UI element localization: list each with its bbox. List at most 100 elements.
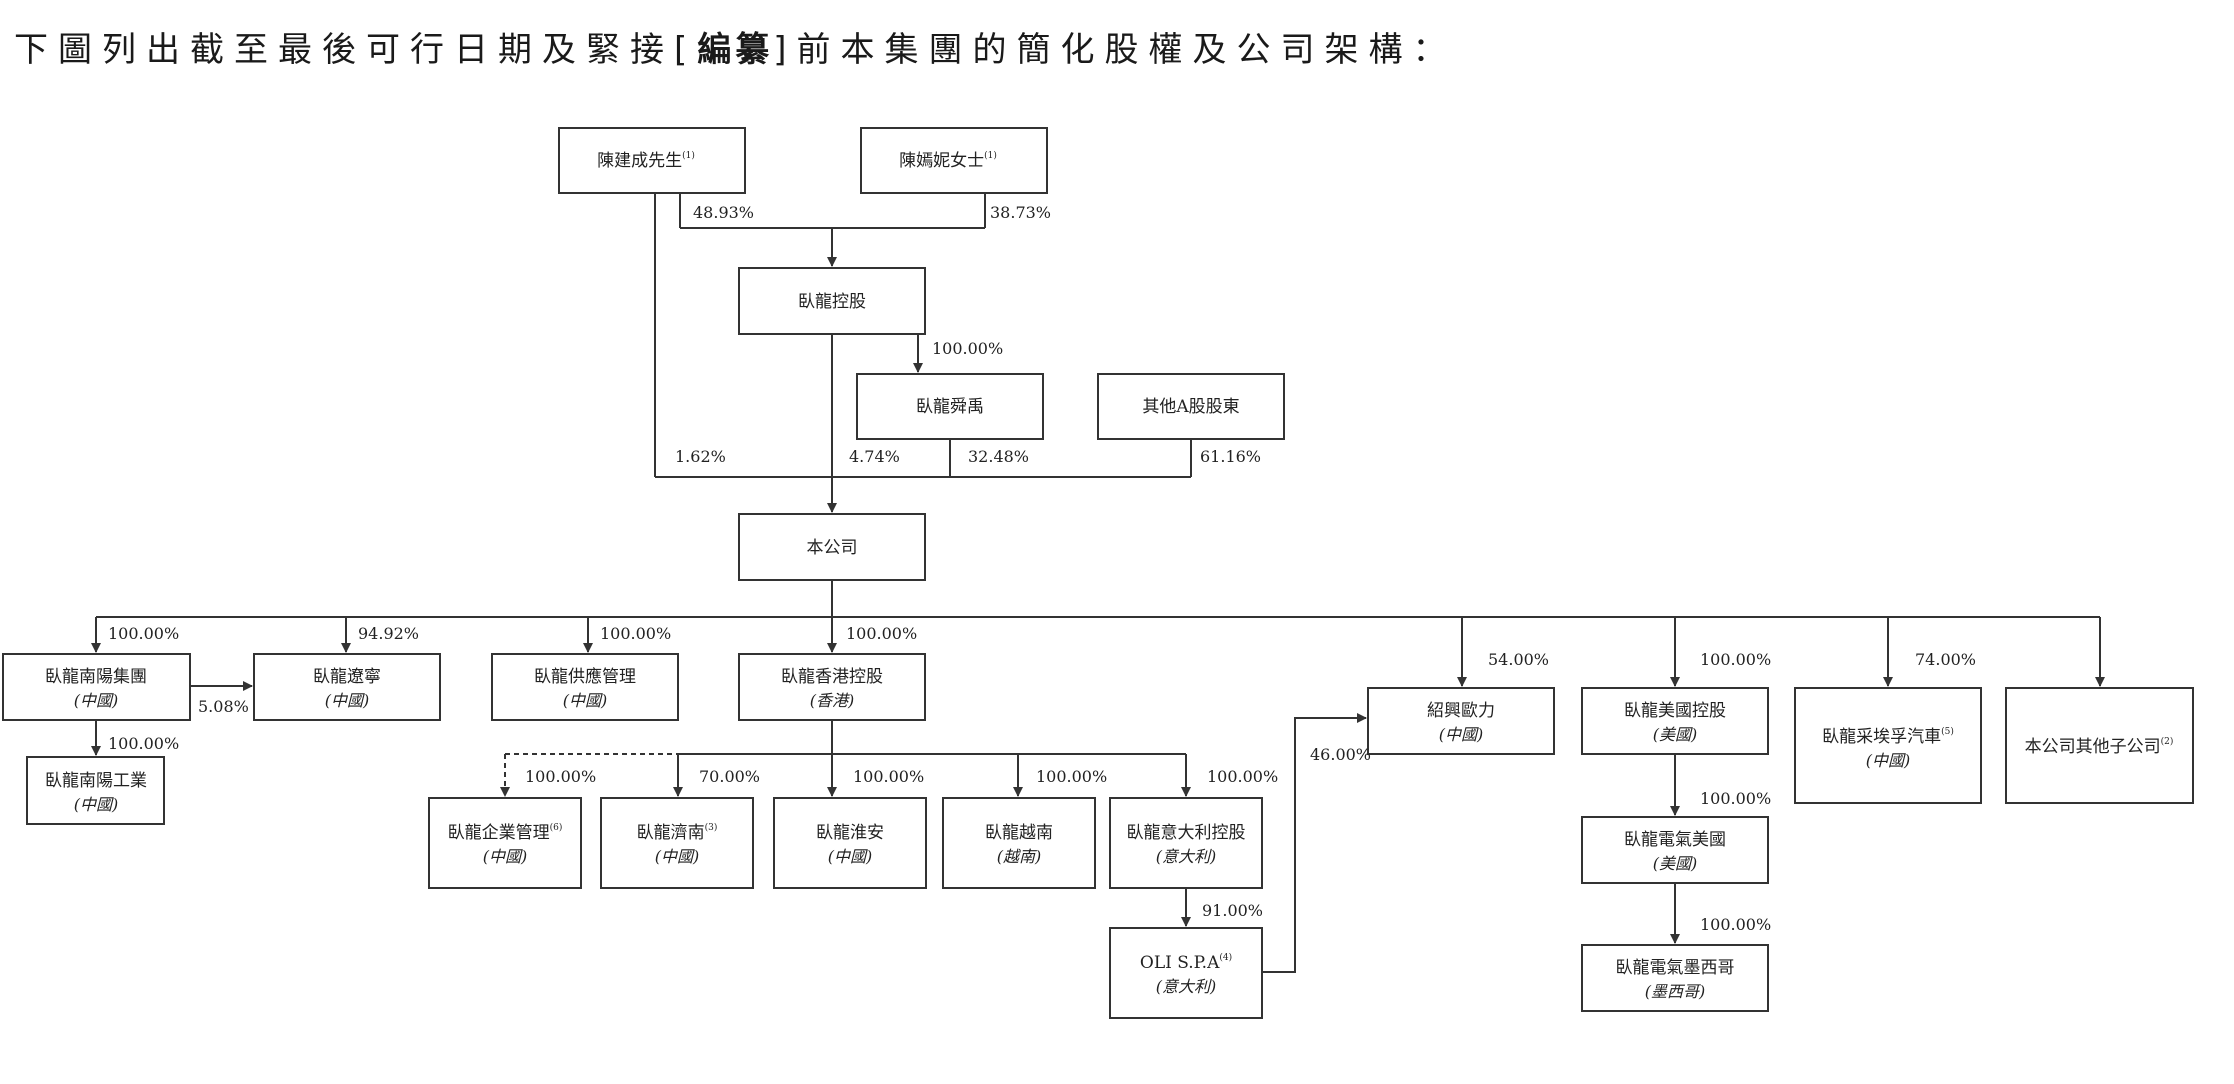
entity-enterprise-management: 臥龍企業管理(6) (中國)	[428, 797, 582, 889]
entity-hk-holding: 臥龍香港控股 (香港)	[738, 653, 926, 721]
entity-region: (中國)	[655, 847, 700, 866]
entity-region: (香港)	[810, 691, 855, 710]
pct-to-electric-mx: 100.00%	[1700, 915, 1771, 934]
heading-after: ]前本集團的簡化股權及公司架構：	[773, 30, 1457, 70]
pct-to-jinan: 70.00%	[699, 767, 760, 786]
entity-name: 臥龍電氣墨西哥	[1616, 958, 1735, 978]
entity-region: (中國)	[563, 691, 608, 710]
entity-name: 本公司其他子公司	[2025, 737, 2161, 757]
pct-to-caifu: 74.00%	[1915, 650, 1976, 669]
pct-to-nanyang-industry: 100.00%	[108, 734, 179, 753]
entity-region: (越南)	[997, 847, 1042, 866]
entity-region: (中國)	[74, 691, 119, 710]
footnote-mark: (4)	[1219, 952, 1232, 963]
entity-name: 其他A股股東	[1142, 397, 1239, 417]
entity-vietnam: 臥龍越南 (越南)	[942, 797, 1096, 889]
entity-chen-yanni: 陳嫣妮女士(1)	[860, 127, 1048, 194]
pct-to-vietnam: 100.00%	[1036, 767, 1107, 786]
entity-name: 臥龍電氣美國	[1624, 830, 1726, 850]
entity-name: 臥龍舜禹	[916, 397, 984, 417]
pct-holding-to-shunyu: 100.00%	[932, 339, 1003, 358]
svg-text:本公司其他子公司(2): 本公司其他子公司(2)	[2025, 736, 2174, 757]
entity-italy-holding: 臥龍意大利控股 (意大利)	[1109, 797, 1263, 889]
entity-nanyang-group: 臥龍南陽集團 (中國)	[2, 653, 191, 721]
svg-text:臥龍采埃孚汽車(5): 臥龍采埃孚汽車(5)	[1822, 726, 1954, 747]
pct-nanyang-to-liaoning: 5.08%	[198, 697, 249, 716]
entity-name: 臥龍美國控股	[1624, 701, 1726, 721]
entity-name: 臥龍越南	[985, 823, 1053, 843]
entity-oli-spa: OLI S.P.A(4) (意大利)	[1109, 927, 1263, 1019]
entity-wolong-shunyu: 臥龍舜禹	[856, 373, 1044, 440]
entity-nanyang-industry: 臥龍南陽工業 (中國)	[26, 756, 165, 825]
entity-name: 臥龍企業管理	[448, 823, 550, 843]
entity-name: 本公司	[807, 538, 858, 558]
entity-region: (中國)	[325, 691, 370, 710]
entity-name: 陳嫣妮女士	[899, 151, 984, 171]
entity-region: (墨西哥)	[1645, 982, 1706, 1001]
pct-chen-jc-to-holding: 48.93%	[693, 203, 754, 222]
entity-name: 臥龍濟南	[637, 823, 705, 843]
entity-region: (美國)	[1653, 725, 1698, 744]
footnote-mark: (1)	[984, 150, 997, 161]
heading-before: 下圖列出截至最後可行日期及緊接[	[14, 30, 698, 70]
heading-text: 下圖列出截至最後可行日期及緊接[編纂]前本集團的簡化股權及公司架構：	[14, 22, 1457, 71]
entity-name: OLI S.P.A	[1140, 953, 1220, 973]
footnote-mark: (1)	[682, 150, 695, 161]
pct-to-nanyang-group: 100.00%	[108, 624, 179, 643]
pct-to-italy-holding: 100.00%	[1207, 767, 1278, 786]
pct-shunyu-to-company: 32.48%	[968, 447, 1029, 466]
entity-name: 紹興歐力	[1427, 701, 1495, 721]
pct-to-oli: 91.00%	[1202, 901, 1263, 920]
entity-name: 臥龍南陽集團	[45, 667, 147, 687]
footnote-mark: (5)	[1941, 726, 1954, 737]
footnote-mark: (3)	[705, 822, 718, 833]
connector-lines	[91, 193, 2105, 973]
pct-to-supply: 100.00%	[600, 624, 671, 643]
entity-region: (中國)	[74, 795, 119, 814]
svg-text:陳嫣妮女士(1): 陳嫣妮女士(1)	[899, 150, 997, 171]
entity-wolong-holding: 臥龍控股	[738, 267, 926, 335]
heading-redacted: 編纂	[697, 30, 774, 70]
pct-to-electric-us: 100.00%	[1700, 789, 1771, 808]
percentage-labels: 48.93% 38.73% 100.00% 1.62% 4.74% 32.48%…	[108, 203, 1976, 934]
pct-to-liaoning: 94.92%	[358, 624, 419, 643]
entity-company: 本公司	[738, 513, 926, 581]
entity-liaoning: 臥龍遼寧 (中國)	[253, 653, 441, 721]
entity-name: 臥龍控股	[798, 292, 866, 312]
entity-electric-us: 臥龍電氣美國 (美國)	[1581, 816, 1769, 884]
entity-electric-mexico: 臥龍電氣墨西哥 (墨西哥)	[1581, 944, 1769, 1012]
entity-name: 臥龍遼寧	[313, 667, 381, 687]
entity-caifu-auto: 臥龍采埃孚汽車(5) (中國)	[1794, 687, 1982, 804]
pct-to-enterprise-mgmt: 100.00%	[525, 767, 596, 786]
entity-region: (中國)	[483, 847, 528, 866]
svg-text:臥龍企業管理(6): 臥龍企業管理(6)	[448, 822, 563, 843]
entity-region: (意大利)	[1156, 847, 1217, 866]
svg-text:臥龍濟南(3): 臥龍濟南(3)	[637, 822, 718, 843]
svg-text:陳建成先生(1): 陳建成先生(1)	[597, 150, 695, 171]
entity-chen-jiancheng: 陳建成先生(1)	[558, 127, 746, 194]
entity-name: 臥龍南陽工業	[45, 771, 147, 791]
entity-name: 臥龍供應管理	[534, 666, 636, 687]
pct-to-hk-holding: 100.00%	[846, 624, 917, 643]
svg-text:OLI S.P.A(4): OLI S.P.A(4)	[1140, 952, 1232, 973]
pct-holding-to-company: 4.74%	[849, 447, 900, 466]
entity-name: 臥龍淮安	[816, 823, 884, 843]
pct-to-huaian: 100.00%	[853, 767, 924, 786]
entity-region: (美國)	[1653, 854, 1698, 873]
entity-name: 陳建成先生	[597, 151, 682, 171]
pct-oli-to-shaoxing: 46.00%	[1310, 745, 1371, 764]
entity-region: (意大利)	[1156, 977, 1217, 996]
entity-jinan: 臥龍濟南(3) (中國)	[600, 797, 754, 889]
pct-to-shaoxing: 54.00%	[1488, 650, 1549, 669]
entity-region: (中國)	[1439, 725, 1484, 744]
entity-other-a-shareholders: 其他A股股東	[1097, 373, 1285, 440]
entity-name: 臥龍采埃孚汽車	[1822, 727, 1941, 747]
entity-name: 臥龍香港控股	[781, 667, 883, 687]
entity-other-subsidiaries: 本公司其他子公司(2)	[2005, 687, 2194, 804]
pct-other-a-to-company: 61.16%	[1200, 447, 1261, 466]
entity-huaian: 臥龍淮安 (中國)	[773, 797, 927, 889]
entity-region: (中國)	[828, 847, 873, 866]
pct-to-us-holding: 100.00%	[1700, 650, 1771, 669]
entity-region: (中國)	[1866, 751, 1911, 770]
